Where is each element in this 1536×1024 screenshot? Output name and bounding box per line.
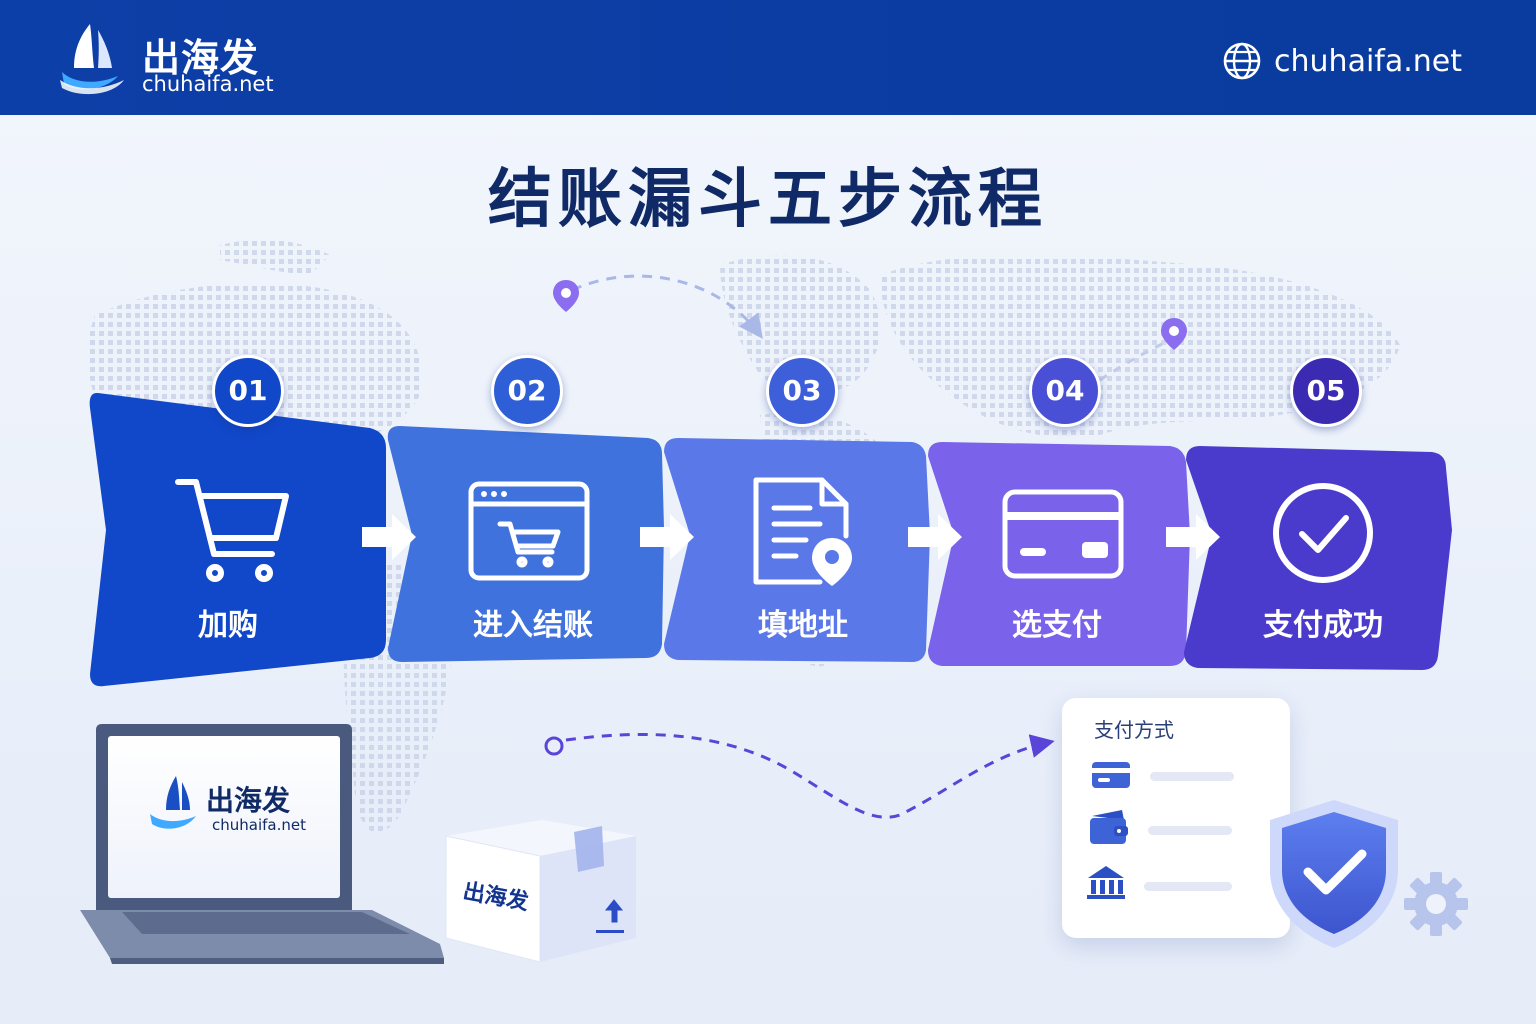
payment-option-line [1148,826,1232,835]
payment-option-line [1150,772,1234,781]
brand-domain: chuhaifa.net [142,72,274,96]
arrow-up-icon [596,899,624,933]
laptop-brand-logo-icon [150,776,196,829]
gear-icon [1404,872,1468,936]
step-badge-4: 04 [1029,355,1101,427]
right-route-line [1099,338,1171,382]
location-pin-icon [1161,318,1187,350]
payment-method-card: 支付方式 [1062,698,1290,938]
site-link[interactable]: chuhaifa.net [1222,40,1462,82]
wallet-icon [1090,810,1128,844]
step-label-5: 支付成功 [1263,608,1383,643]
step-label-3: 填地址 [758,608,848,643]
laptop-illustration [80,724,444,964]
location-marker-icon [812,538,852,586]
payment-methods-list [1087,762,1234,899]
payment-option-line [1144,882,1232,891]
shopping-cart-icon [175,479,289,582]
page-title: 结账漏斗五步流程 [488,163,1048,237]
bank-icon [1087,866,1125,899]
step-badge-3: 03 [766,355,838,427]
site-link-text: chuhaifa.net [1274,43,1462,79]
step-badge-1: 01 [212,355,284,427]
card-icon [1092,762,1130,788]
brand-name: 出海发 [142,36,260,80]
laptop-brand-name: 出海发 [206,784,290,817]
globe-icon [1223,42,1261,80]
route-start-dot [544,736,564,756]
step-label-1: 加购 [198,608,258,643]
arrow-right-icon [362,514,416,560]
card-chip-icon [1020,542,1108,558]
location-pin-icon [553,280,579,312]
shield-check-icon [1270,800,1398,948]
arrow-right-icon [1166,514,1220,560]
header-bar: 出海发 chuhaifa.net chuhaifa.net [0,0,1536,115]
payment-card-title: 支付方式 [1094,718,1174,742]
step-panel-3 [664,438,930,662]
browser-cart-icon [468,481,590,581]
step-badge-2: 02 [491,355,563,427]
browser-dots-icon [481,491,507,497]
step-panel-4 [928,442,1190,666]
step-badge-5: 05 [1290,355,1362,427]
purple-route-line [565,732,1055,819]
step-panel-5 [1184,446,1452,670]
arrow-right-icon [640,514,694,560]
step-label-2: 进入结账 [473,608,593,643]
security-illustration [1270,800,1468,948]
top-route-line [571,274,763,339]
step-label-4: 选支付 [1012,608,1102,643]
arrow-right-icon [908,514,962,560]
laptop-brand-domain: chuhaifa.net [212,816,306,834]
sailboat-logo-icon [60,24,124,95]
document-location-icon [753,477,849,585]
check-circle-icon [1273,483,1373,583]
credit-card-icon [1002,489,1124,579]
